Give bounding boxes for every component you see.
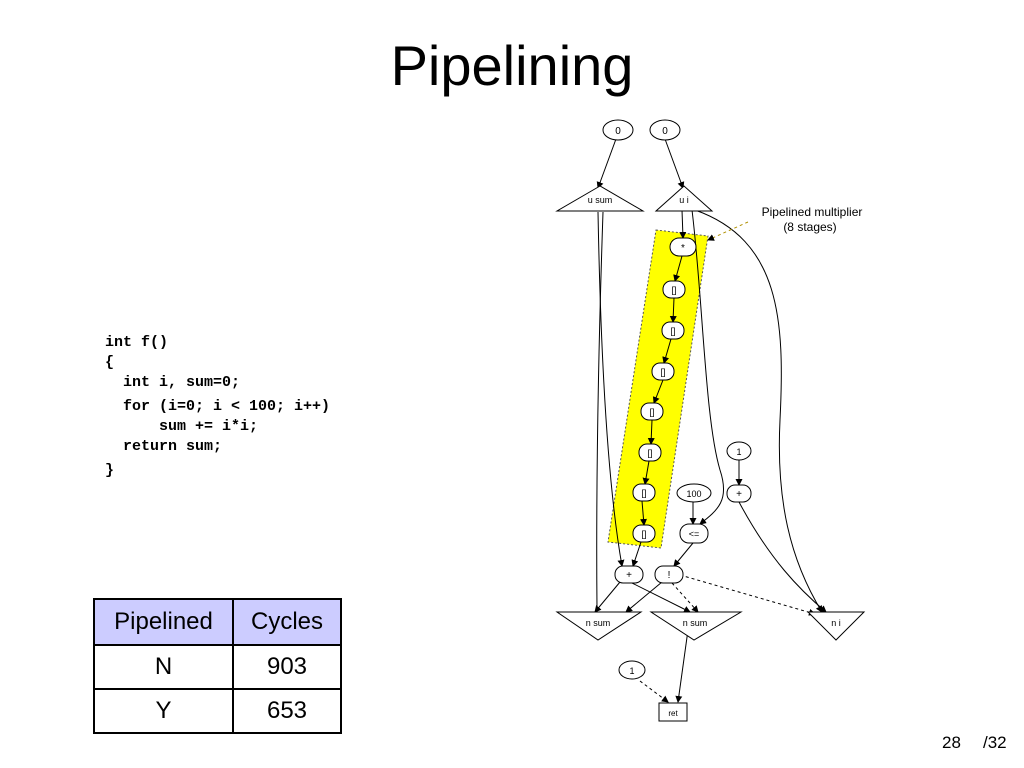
node-eta-ni: n i xyxy=(806,611,866,641)
table-header: Pipelined xyxy=(93,598,234,646)
node-multiply: * xyxy=(669,237,697,257)
node-plus-right: + xyxy=(726,484,752,503)
node-label: n sum xyxy=(586,618,611,628)
table-cell: N xyxy=(93,644,234,690)
pipeline-stage: [] xyxy=(632,483,656,502)
slide-title: Pipelining xyxy=(390,34,634,97)
node-label: [] xyxy=(670,326,675,336)
node-label: + xyxy=(626,570,632,581)
node-label: n i xyxy=(831,618,841,628)
node-label: 1 xyxy=(736,447,741,457)
node-label: 100 xyxy=(686,489,701,499)
pipeline-stage: [] xyxy=(640,402,664,421)
node-mu-sum: u sum xyxy=(555,185,645,212)
node-not: ! xyxy=(654,565,684,584)
node-const-one-bottom: 1 xyxy=(618,660,646,680)
node-const-top-left: 0 xyxy=(602,119,634,141)
code-line: { xyxy=(105,354,115,371)
node-label: * xyxy=(681,243,685,254)
pipeline-stage: [] xyxy=(661,321,685,340)
node-label: [] xyxy=(641,488,646,498)
code-listing: int f() { int i, sum=0; for (i=0; i < 10… xyxy=(105,333,330,481)
page-number-current: 28 xyxy=(942,733,961,752)
node-mu-i: u i xyxy=(654,185,714,212)
node-label: [] xyxy=(671,285,676,295)
node-label: ret xyxy=(668,709,678,718)
node-label: n sum xyxy=(683,618,708,628)
table-header: Cycles xyxy=(232,598,342,646)
annotation-text: Pipelined multiplier xyxy=(762,205,863,219)
code-line: return sum; xyxy=(105,438,223,455)
edges xyxy=(594,138,827,703)
node-label: 1 xyxy=(629,666,634,676)
code-line: sum += i*i; xyxy=(105,418,259,435)
cycles-table: Pipelined Cycles N 903 Y 653 xyxy=(93,598,342,734)
node-label: ! xyxy=(668,570,671,581)
table-cell: 903 xyxy=(232,644,342,690)
page-number-total: /32 xyxy=(983,733,1007,752)
node-eta-nsum-right: n sum xyxy=(649,611,743,641)
node-label: [] xyxy=(649,407,654,417)
annotation-text: (8 stages) xyxy=(783,220,836,234)
table-cell: Y xyxy=(93,688,234,734)
node-ret: ret xyxy=(658,702,688,722)
code-line: for (i=0; i < 100; i++) xyxy=(105,398,331,415)
node-label: <= xyxy=(689,529,700,539)
pipeline-stage: [] xyxy=(638,443,662,462)
control-edges xyxy=(639,221,816,703)
node-label: [] xyxy=(647,448,652,458)
node-label: 0 xyxy=(662,126,668,137)
node-const-top-right: 0 xyxy=(649,119,681,141)
table-cell: 653 xyxy=(232,688,342,734)
table-row: Y 653 xyxy=(93,688,342,734)
node-label: + xyxy=(736,489,742,500)
code-line: int f() xyxy=(105,334,169,351)
node-label: u i xyxy=(679,195,689,205)
pipeline-stage: [] xyxy=(651,362,675,381)
node-const-one: 1 xyxy=(726,441,752,461)
table-row: N 903 xyxy=(93,644,342,690)
pipeline-stage: [] xyxy=(662,280,686,299)
node-plus-left: + xyxy=(614,565,644,584)
node-label: [] xyxy=(641,529,646,539)
node-eta-nsum-left: n sum xyxy=(555,611,643,641)
node-label: 0 xyxy=(615,126,621,137)
code-line: } xyxy=(105,462,115,479)
node-const-hundred: 100 xyxy=(676,483,712,503)
pipeline-stage: [] xyxy=(632,524,656,543)
node-label: [] xyxy=(660,367,665,377)
node-lte: <= xyxy=(679,523,709,544)
pipeline-highlight xyxy=(607,229,709,549)
node-label: u sum xyxy=(588,195,613,205)
table-header-row: Pipelined Cycles xyxy=(93,598,342,646)
code-line: int i, sum=0; xyxy=(105,374,241,391)
